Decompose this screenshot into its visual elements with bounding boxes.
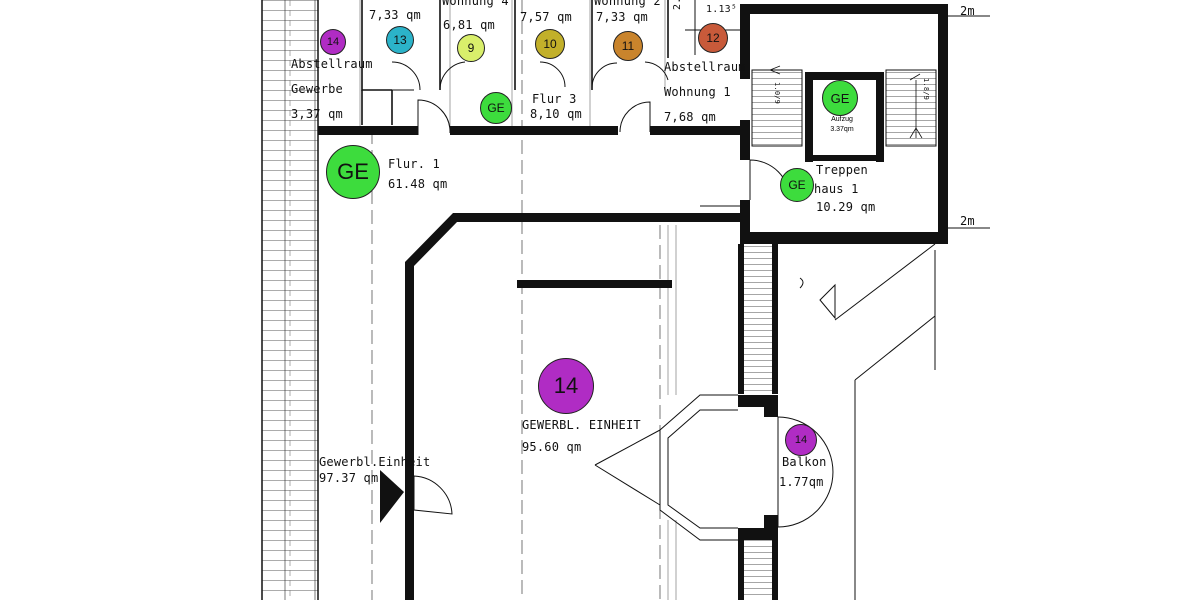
room-11-name: Wohnung 2	[594, 0, 661, 8]
small-door-swings	[391, 61, 669, 91]
unit-badge-14-main: 14	[538, 358, 594, 414]
unit-badge-12: 12	[698, 23, 728, 53]
stair-arrows	[768, 65, 923, 139]
abstell-gewerbe-name: Abstellraum	[291, 57, 373, 71]
dimension-2m-bottom: 2m	[960, 214, 975, 228]
treppenhaus-sub: haus 1	[814, 182, 859, 196]
flur1-area: 61.48 qm	[388, 177, 448, 191]
flur3-area: 8,10 qm	[530, 107, 582, 121]
aufzug-name: Aufzug	[831, 116, 853, 123]
common-area-badge-treppenhaus: GE	[780, 168, 814, 202]
abstell-w1-area: 7,68 qm	[664, 110, 716, 124]
abstell-gewerbe-sub: Gewerbe	[291, 82, 343, 96]
stair-flight-left	[751, 69, 803, 147]
room-11-area: 7,33 qm	[596, 10, 648, 24]
treppenhaus-name: Treppen	[816, 163, 868, 177]
exterior-lines	[685, 0, 990, 600]
common-area-badge-flur3: GE	[480, 92, 512, 124]
aufzug-area: 3.37qm	[830, 126, 854, 133]
room-10-area: 7,57 qm	[520, 10, 572, 24]
unit-badge-13: 13	[386, 26, 414, 54]
flur3-name: Flur 3	[532, 92, 577, 106]
flur1-name: Flur. 1	[388, 157, 440, 171]
gewerbl-einheit-left-area: 97.37 qm	[319, 471, 379, 485]
stair-column-upper	[744, 244, 772, 394]
door-swings	[413, 99, 791, 515]
abstell-w1-name: Abstellraum	[664, 60, 746, 74]
gewerbl-einheit-left-name: Gewerbl.Einheit	[319, 455, 431, 469]
gewerbl-einheit-name: GEWERBL. EINHEIT	[522, 418, 641, 432]
dimension-2m-top: 2m	[960, 4, 975, 18]
bay-window	[594, 394, 834, 541]
abstell-w1-sub: Wohnung 1	[664, 85, 731, 99]
thin-lines	[359, 0, 677, 600]
unit-badge-14-balkon: 14	[785, 424, 817, 456]
treppenhaus-area: 10.29 qm	[816, 200, 876, 214]
stair-column-lower	[744, 540, 772, 600]
dimension-1-13: 1.13⁵	[706, 4, 738, 15]
gewerbl-einheit-area: 95.60 qm	[522, 440, 582, 454]
storage-partitions	[361, 0, 669, 125]
abstell-gewerbe-area: 3,37 qm	[291, 107, 343, 121]
walls	[318, 4, 948, 600]
unit-badge-14-storage: 14	[320, 29, 346, 55]
stair-dim-left: 1.0/9	[773, 82, 781, 105]
unit-badge-9: 9	[457, 34, 485, 62]
unit-badge-10: 10	[535, 29, 565, 59]
common-area-badge-flur1: GE	[326, 145, 380, 199]
stair-flight-right	[885, 69, 937, 147]
room-9-name: Wohnung 4	[442, 0, 509, 8]
room-13-area: 7,33 qm	[369, 8, 421, 22]
room-9-area: 6,81 qm	[443, 18, 495, 32]
balkon-area: 1.77qm	[779, 475, 824, 489]
entry-arrow	[380, 470, 404, 523]
balkon-name: Balkon	[782, 455, 827, 469]
stair-dim-right: 1.8/9	[922, 78, 930, 101]
unit-badge-11: 11	[613, 31, 643, 61]
dimension-2-60: 2.60	[672, 0, 684, 10]
common-area-badge-aufzug: GE	[822, 80, 858, 116]
